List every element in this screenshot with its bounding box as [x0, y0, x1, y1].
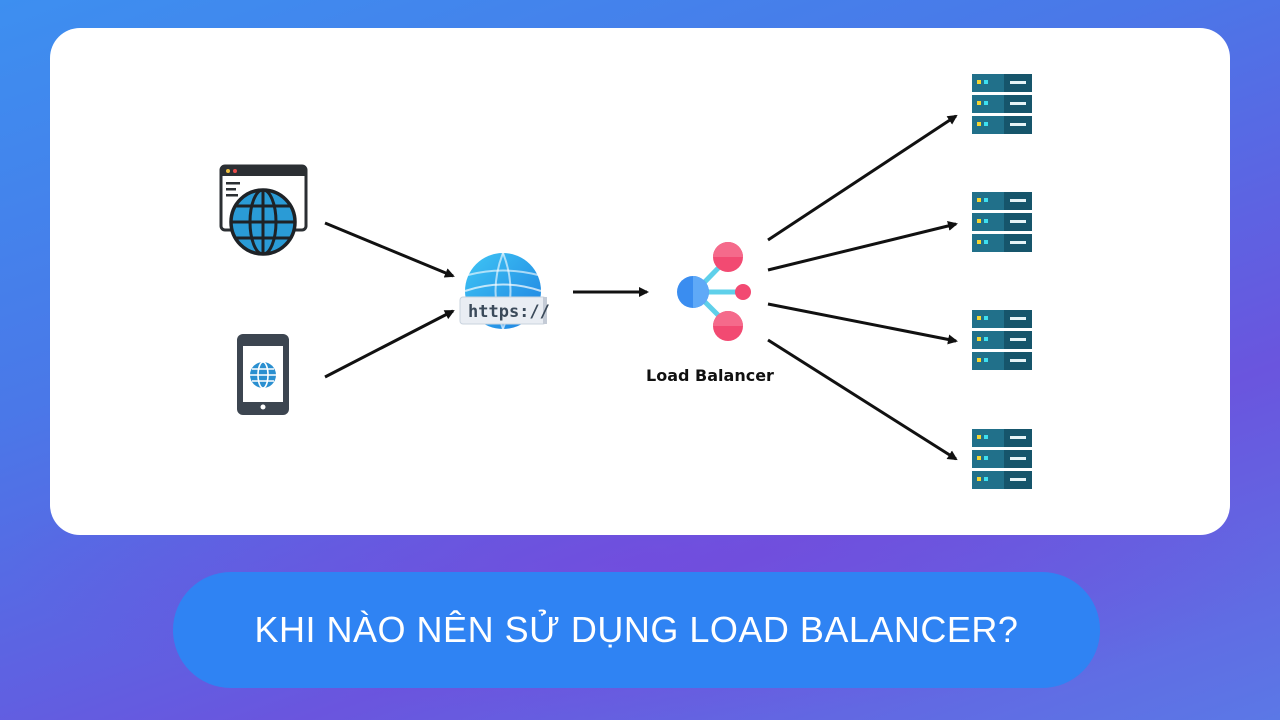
- banner-title: KHI NÀO NÊN SỬ DỤNG LOAD BALANCER?: [254, 609, 1019, 650]
- load-balancer-icon: [677, 242, 751, 341]
- mobile-phone-globe-icon: [237, 334, 289, 415]
- server-rack-icon: [972, 192, 1032, 252]
- arrow-to-server-1: [767, 114, 958, 242]
- diagram-card: https:// Load Balancer: [50, 28, 1230, 535]
- load-balancer-label: Load Balancer: [646, 366, 774, 385]
- arrow-phone-to-internet: [324, 309, 455, 379]
- title-banner: KHI NÀO NÊN SỬ DỤNG LOAD BALANCER?: [173, 572, 1100, 688]
- browser-window-globe-icon: [219, 164, 308, 256]
- load-balancer-diagram: https://: [219, 74, 1032, 489]
- arrow-to-server-3: [767, 302, 958, 345]
- server-rack-icon: [972, 310, 1032, 370]
- server-rack-icon: [972, 429, 1032, 489]
- arrow-to-server-4: [767, 338, 958, 461]
- https-label: https://: [468, 302, 550, 322]
- server-rack-icon: [972, 74, 1032, 134]
- arrow-to-server-2: [767, 221, 958, 272]
- arrow-browser-to-internet: [324, 221, 455, 278]
- globe-https-icon: https://: [459, 252, 550, 330]
